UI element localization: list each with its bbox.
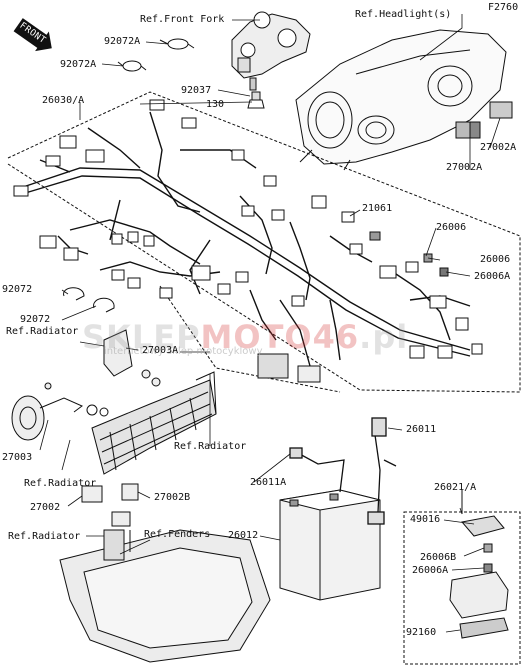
bolt-130 [247, 91, 265, 109]
label-26006b: 26006B [420, 552, 457, 563]
battery-26012 [279, 489, 381, 601]
watermark-part2: MOTO46 [200, 318, 360, 356]
label-92072-2: 92072 [20, 314, 51, 325]
label-92037: 92037 [181, 85, 212, 96]
label-26011a: 26011A [250, 477, 287, 488]
battery-cables [289, 417, 397, 525]
label-26021a: 26021/A [434, 482, 477, 493]
horn-27003 [11, 395, 109, 441]
fuse-box-group [403, 490, 521, 665]
watermark: SKLEPMOTO46.pl [82, 318, 408, 356]
label-27002a-1: 27002A [480, 142, 517, 153]
label-26012: 26012 [228, 530, 259, 541]
label-ref-radiator-3: Ref.Radiator [24, 478, 97, 489]
label-ref-radiator-1: Ref.Radiator [6, 326, 79, 337]
label-26006-2: 26006 [480, 254, 511, 265]
label-92072-1: 92072 [2, 284, 33, 295]
rear-fender-tray [59, 529, 271, 663]
label-26006a: 26006A [474, 271, 511, 282]
bracket-27003a [44, 329, 161, 390]
label-ref-fenders: Ref.Fenders [144, 529, 211, 540]
label-27002: 27002 [30, 502, 61, 513]
label-26011: 26011 [406, 424, 437, 435]
relay-27002 [81, 483, 139, 527]
connectors-27002a [455, 101, 513, 139]
label-ref-radiator-4: Ref.Radiator [8, 531, 81, 542]
watermark-part3: .pl [359, 318, 409, 356]
label-92072a-2: 92072A [60, 59, 97, 70]
label-130: 130 [206, 99, 225, 110]
radiator-panel [91, 371, 217, 475]
label-92160: 92160 [406, 627, 437, 638]
label-ref-headlights: Ref.Headlight(s) [355, 9, 452, 20]
watermark-part1: SKLEP [82, 318, 201, 356]
label-27002b: 27002B [154, 492, 191, 503]
label-92072a-1: 92072A [104, 36, 141, 47]
band-clamps-92072 [63, 287, 115, 313]
label-21061: 21061 [362, 203, 393, 214]
watermark-subtitle: internetowy sklep motocyklowy [104, 346, 263, 357]
label-ref-radiator-2: Ref.Radiator [174, 441, 247, 452]
leader-lines [39, 14, 501, 633]
label-27003a: 27003A [142, 345, 179, 356]
label-26030a: 26030/A [42, 95, 85, 106]
label-26006a-2: 26006A [412, 565, 449, 576]
headlight-assembly [295, 29, 507, 171]
figure-code: F2760 [488, 2, 519, 13]
label-26006-1: 26006 [436, 222, 467, 233]
harness-boundary [7, 91, 521, 393]
front-fork-clamp [231, 11, 311, 91]
label-49016: 49016 [410, 514, 441, 525]
harness-connectors [13, 99, 483, 383]
label-27003: 27003 [2, 452, 33, 463]
label-27002a-2: 27002A [446, 162, 483, 173]
label-ref-front-fork: Ref.Front Fork [140, 14, 225, 25]
